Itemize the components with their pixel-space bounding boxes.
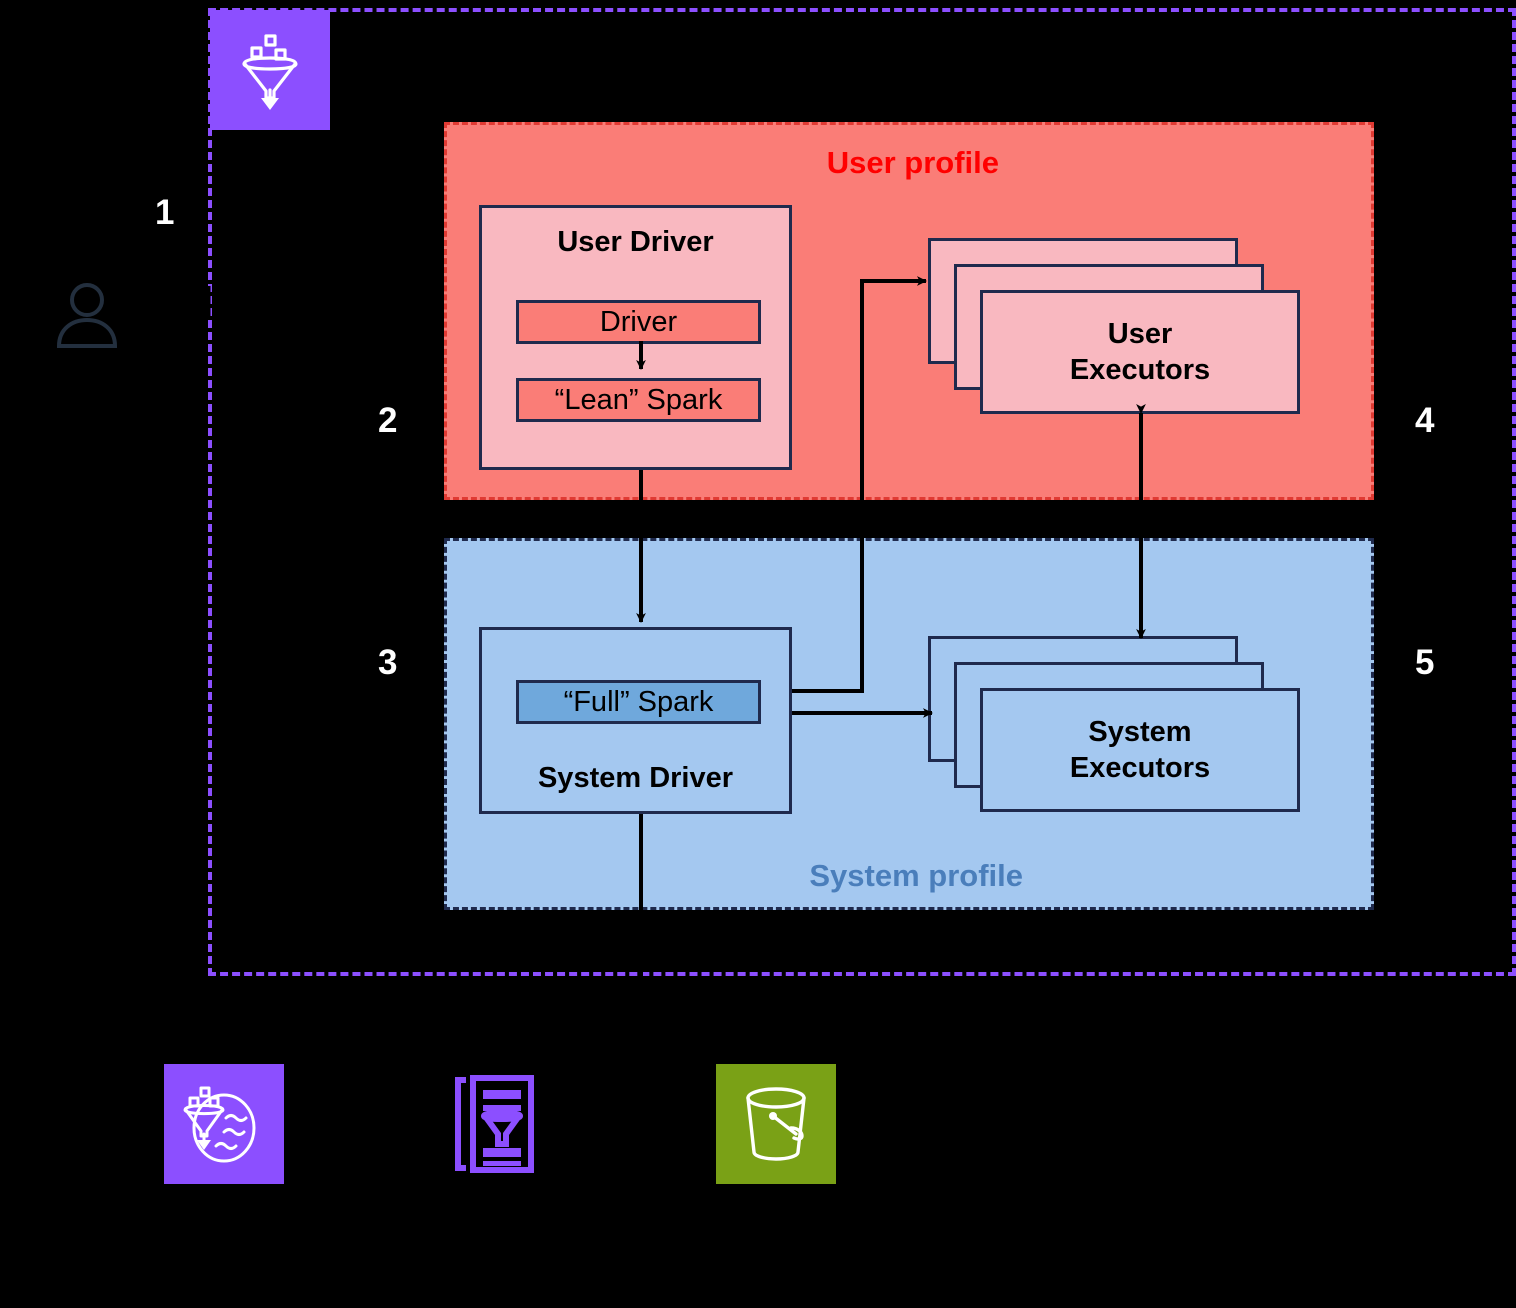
step-number-4: 4 (1415, 401, 1435, 440)
system-driver-title: System Driver (537, 762, 734, 794)
step-number-2: 2 (378, 401, 398, 440)
system-executors-front: System Executors (980, 688, 1300, 812)
user-executors-front: User Executors (980, 290, 1300, 414)
spark-job-document-icon (440, 1064, 560, 1184)
step-number-5: 5 (1415, 643, 1435, 682)
user-executors-stack: User Executors (928, 238, 1300, 414)
system-driver-card: “Full” Spark System Driver (479, 627, 792, 814)
full-spark-box: “Full” Spark (516, 680, 761, 724)
system-profile-label: System profile (809, 858, 1023, 893)
user-person-icon (50, 278, 124, 352)
step-number-3: 3 (378, 643, 398, 682)
driver-box: Driver (516, 300, 761, 344)
user-driver-title: User Driver (557, 226, 714, 258)
emr-serverless-funnel-icon (210, 10, 330, 130)
user-profile-label: User profile (826, 145, 999, 180)
step-number-1: 1 (155, 193, 175, 232)
s3-bucket-icon (716, 1064, 836, 1184)
user-executors-label-line2: Executors (1069, 354, 1211, 386)
system-executors-label-line2: Executors (1069, 752, 1211, 784)
user-driver-card: User Driver Driver “Lean” Spark (479, 205, 792, 470)
lean-spark-box: “Lean” Spark (516, 378, 761, 422)
user-executors-label-line1: User (1107, 317, 1173, 350)
emr-serverless-application-boundary (208, 8, 1516, 976)
emr-serverless-globe-icon (164, 1064, 284, 1184)
system-executors-label-line1: System (1088, 715, 1192, 748)
system-executors-stack: System Executors (928, 636, 1300, 812)
